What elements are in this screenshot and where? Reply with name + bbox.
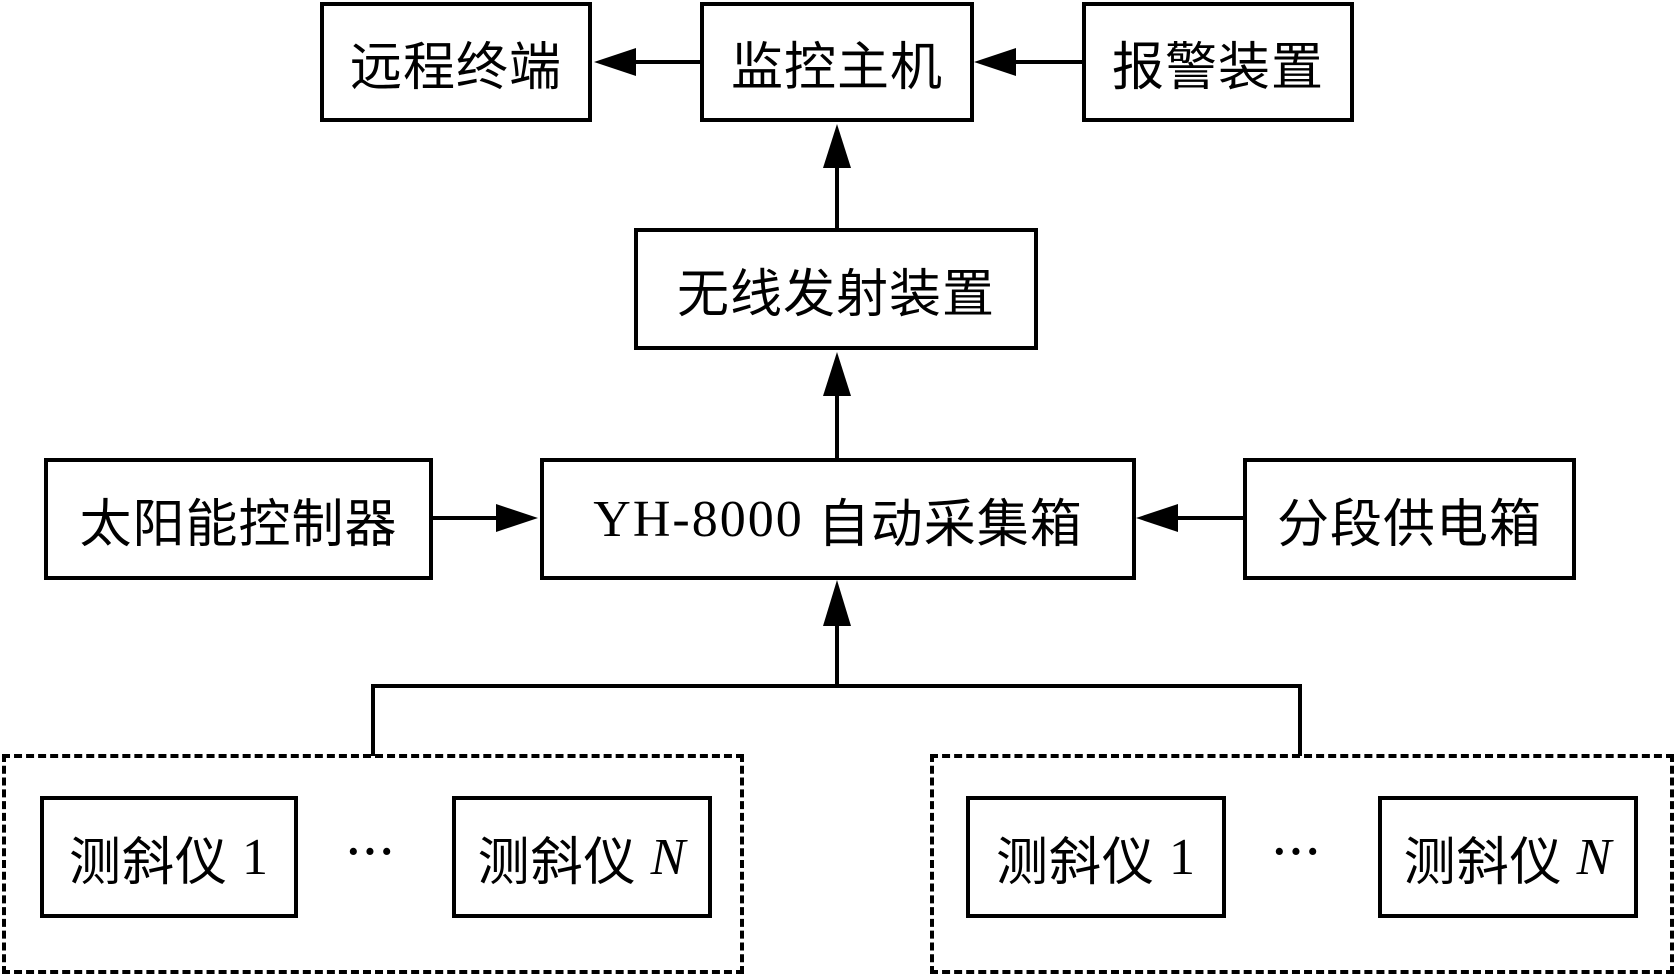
- arrow-collector-to-wireless: [823, 352, 851, 458]
- arrow-alarm-to-monitor: [974, 48, 1082, 76]
- wireless-transmitter-box: 无线发射装置: [634, 228, 1038, 350]
- ellipsis: ···: [1272, 827, 1323, 876]
- sensor-n-box: 测斜仪 N: [452, 796, 712, 918]
- monitor-host-box: 监控主机: [700, 2, 974, 122]
- sensor-index: N: [650, 828, 687, 886]
- remote-terminal-label: 远程终端: [349, 37, 562, 98]
- sensor-n-box: 测斜仪 N: [1378, 796, 1638, 918]
- sensor-1-box: 测斜仪 1: [40, 796, 298, 918]
- solar-controller-label: 太阳能控制器: [79, 494, 398, 555]
- arrow-sensors-to-collector: [371, 580, 1302, 756]
- sensor-label: 测斜仪: [1403, 832, 1563, 893]
- collector-name-label: 自动采集箱: [817, 494, 1083, 555]
- monitor-host-label: 监控主机: [730, 37, 943, 98]
- sensor-1-box: 测斜仪 1: [966, 796, 1226, 918]
- power-supply-box: 分段供电箱: [1243, 458, 1576, 580]
- power-supply-label: 分段供电箱: [1276, 494, 1542, 555]
- sensor-index: N: [1576, 828, 1613, 886]
- ellipsis: ···: [346, 827, 397, 876]
- arrow-solar-to-collector: [433, 504, 538, 532]
- sensor-label: 测斜仪: [68, 832, 228, 893]
- sensor-index: 1: [242, 828, 269, 886]
- sensor-index: 1: [1169, 828, 1196, 886]
- collector-model-label: YH-8000: [593, 490, 804, 548]
- alarm-device-label: 报警装置: [1111, 37, 1324, 98]
- alarm-device-box: 报警装置: [1082, 2, 1354, 122]
- sensor-label: 测斜仪: [477, 832, 637, 893]
- arrow-monitor-to-remote: [594, 48, 700, 76]
- auto-collector-box: YH-8000 自动采集箱: [540, 458, 1136, 580]
- wireless-transmitter-label: 无线发射装置: [676, 264, 995, 325]
- solar-controller-box: 太阳能控制器: [44, 458, 433, 580]
- remote-terminal-box: 远程终端: [320, 2, 592, 122]
- sensor-label: 测斜仪: [995, 832, 1155, 893]
- arrow-wireless-to-monitor: [823, 124, 851, 228]
- arrow-power-to-collector: [1136, 504, 1243, 532]
